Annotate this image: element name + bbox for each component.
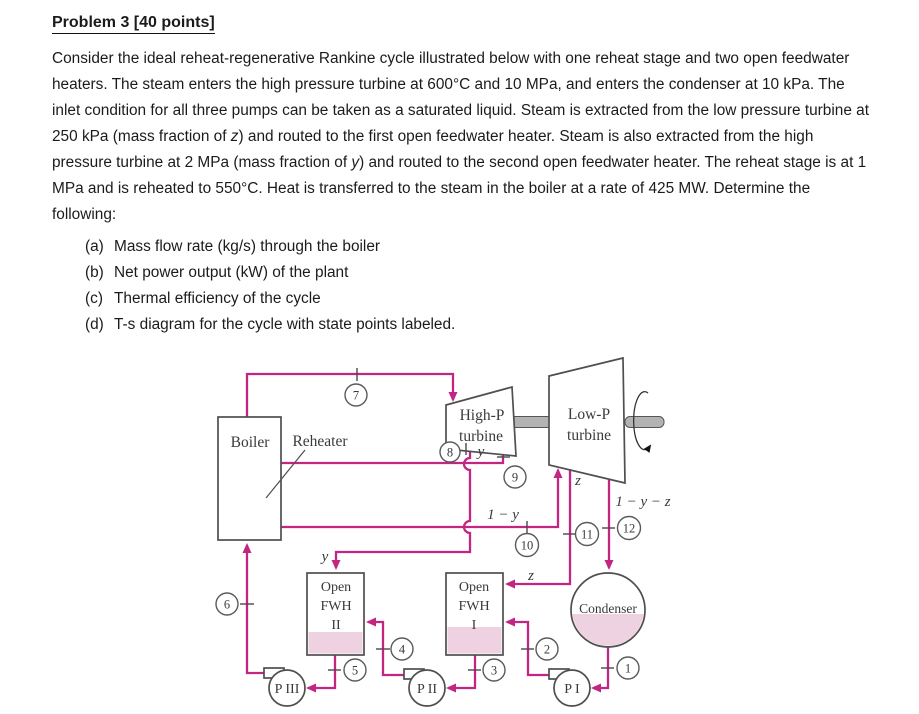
pump-1: P I	[548, 668, 591, 707]
page-title: Problem 3 [40 points]	[52, 14, 215, 34]
statement-segment: ) and routed to the first open feedwater…	[52, 128, 814, 171]
condenser: Condenser	[570, 572, 646, 648]
problem-statement: Consider the ideal reheat-regenerative R…	[52, 46, 876, 228]
fwh2-label: Open	[321, 580, 351, 595]
item-marker: (c)	[85, 290, 103, 307]
reheater-label: Reheater	[292, 433, 348, 450]
condenser-label: Condenser	[579, 601, 637, 616]
svg-text:9: 9	[512, 471, 518, 485]
svg-text:3: 3	[491, 664, 497, 678]
z-extraction-label: z	[574, 473, 581, 489]
statement-segment: ) and routed to the second open feedwate…	[52, 154, 867, 223]
reheater-pointer-line	[265, 449, 306, 499]
svg-text:12: 12	[623, 522, 636, 536]
list-item-c: (c) Thermal efficiency of the cycle	[85, 286, 455, 312]
y-extraction-label: y	[476, 444, 485, 460]
item-text: Mass flow rate (kg/s) through the boiler	[114, 238, 381, 255]
output-shaft	[624, 416, 665, 428]
cycle-diagram: Boiler Reheater High-P turbine Low-P tur…	[215, 356, 671, 707]
item-marker: (d)	[85, 316, 104, 333]
state-point-10: 10	[514, 532, 540, 558]
state-point-5: 5	[343, 658, 367, 682]
line-fwh2-to-pump3	[306, 655, 337, 693]
item-marker: (a)	[85, 238, 104, 255]
turbine-shaft	[513, 416, 552, 428]
state-point-9: 9	[503, 465, 527, 489]
state-point-1: 1	[616, 656, 640, 680]
boiler: Boiler	[217, 416, 282, 541]
line-condenser-to-pump1	[591, 646, 610, 693]
one-minus-y-minus-z-label: 1 − y − z	[615, 494, 670, 510]
line-z-extraction-to-fwh1	[505, 469, 572, 589]
state-point-2: 2	[535, 637, 559, 661]
question-list: (a) Mass flow rate (kg/s) through the boi…	[85, 234, 455, 338]
y-inlet-label: y	[320, 549, 329, 565]
fwh2-label: II	[331, 618, 341, 633]
boiler-label: Boiler	[231, 434, 271, 451]
variable-y: y	[351, 154, 360, 171]
pump-2: P II	[403, 668, 446, 707]
svg-text:6: 6	[224, 598, 230, 612]
svg-text:5: 5	[352, 664, 358, 678]
svg-text:10: 10	[521, 539, 534, 553]
pump2-label: P II	[417, 682, 437, 697]
state-point-4: 4	[390, 637, 414, 661]
one-minus-y-label: 1 − y	[487, 507, 519, 523]
item-text: T-s diagram for the cycle with state poi…	[114, 316, 456, 333]
variable-z: z	[230, 128, 239, 145]
state-point-8: 8	[439, 441, 461, 463]
pump-3: P III	[263, 667, 306, 707]
hp-turbine-label: turbine	[459, 428, 503, 445]
lp-turbine: Low-P turbine	[548, 356, 626, 485]
svg-text:7: 7	[353, 389, 359, 403]
item-marker: (b)	[85, 264, 104, 281]
fwh1-label: Open	[459, 580, 489, 595]
rotation-arrow-icon	[633, 390, 652, 453]
fwh1-label: I	[472, 618, 477, 633]
list-item-d: (d) T-s diagram for the cycle with state …	[85, 312, 455, 338]
lp-turbine-label: Low-P	[568, 406, 610, 423]
state-point-11: 11	[574, 521, 600, 547]
lp-turbine-label: turbine	[567, 427, 611, 444]
line-pump3-to-boiler	[242, 543, 265, 675]
svg-text:1: 1	[625, 662, 631, 676]
statement-segment: Consider the ideal reheat-regenerative R…	[52, 50, 869, 145]
fwh2-label: FWH	[320, 599, 351, 614]
hp-turbine: High-P turbine	[445, 385, 517, 457]
open-fwh-1: Open FWH I	[445, 572, 504, 656]
state-point-7: 7	[344, 383, 368, 407]
line-boiler-to-hp-turbine	[245, 372, 458, 417]
item-text: Thermal efficiency of the cycle	[114, 290, 321, 307]
list-item-b: (b) Net power output (kW) of the plant	[85, 260, 455, 286]
pump3-label: P III	[275, 682, 300, 697]
fwh1-label: FWH	[458, 599, 489, 614]
z-inlet-label: z	[527, 568, 534, 584]
line-y-extraction-to-fwh2	[331, 452, 472, 570]
svg-text:8: 8	[447, 446, 453, 460]
hp-turbine-label: High-P	[460, 407, 505, 424]
state-point-12: 12	[616, 515, 642, 541]
svg-text:4: 4	[399, 643, 406, 657]
open-fwh-2: Open FWH II	[306, 572, 365, 656]
svg-text:11: 11	[581, 528, 593, 542]
line-fwh1-to-pump2	[446, 655, 477, 693]
list-item-a: (a) Mass flow rate (kg/s) through the boi…	[85, 234, 455, 260]
state-point-6: 6	[215, 592, 239, 616]
pump1-label: P I	[564, 682, 580, 697]
state-point-3: 3	[482, 658, 506, 682]
item-text: Net power output (kW) of the plant	[114, 264, 349, 281]
svg-text:2: 2	[544, 643, 550, 657]
